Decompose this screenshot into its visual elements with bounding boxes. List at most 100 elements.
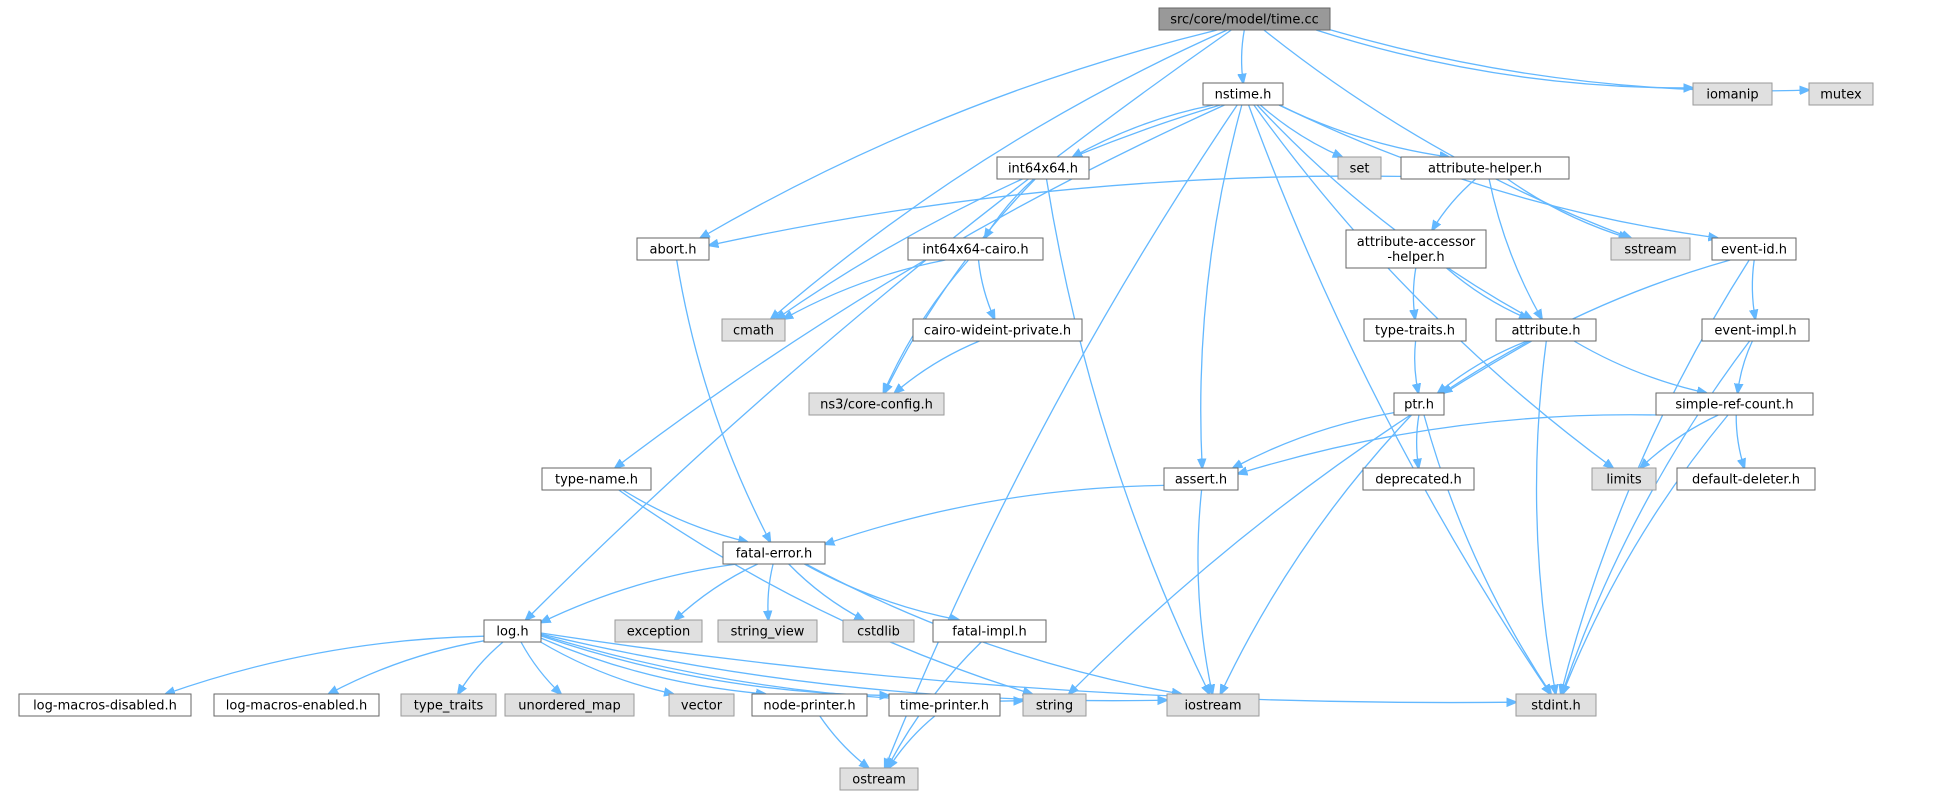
node-box [213, 693, 380, 717]
edge-time_cc-to-nstime_h [1242, 29, 1245, 83]
node-label: string_view [731, 625, 805, 640]
node-iostream: iostream [1166, 693, 1260, 717]
node-ostream: ostream [839, 767, 919, 791]
edge-time_cc-to-log_h [526, 29, 1232, 620]
node-label: default-deleter.h [1692, 473, 1800, 488]
edge-log_h-to-unordered_map [520, 641, 561, 694]
node-log-macros-enabled-h[interactable]: log-macros-enabled.h [213, 693, 380, 717]
node-label: ptr.h [1404, 398, 1434, 413]
node-box [932, 619, 1047, 643]
node-abort-h[interactable]: abort.h [636, 237, 710, 261]
edge-attribute_h-to-stdint_h [1535, 340, 1556, 694]
node-box [721, 318, 786, 342]
node-box [717, 619, 818, 643]
node-stdint-h: stdint.h [1515, 693, 1597, 717]
node-label: type-traits.h [1375, 324, 1455, 339]
node-default-deleter-h[interactable]: default-deleter.h [1676, 467, 1816, 491]
edge-type_name_h-to-string [618, 489, 1032, 694]
node-string: string [1022, 693, 1087, 717]
edge-nstime_h-to-attribute_helper_h [1278, 104, 1449, 157]
node-box [1345, 229, 1487, 269]
edge-node_printer_h-to-ostream [819, 715, 869, 768]
node-time-printer-h[interactable]: time-printer.h [888, 693, 1001, 717]
node-box [722, 541, 826, 565]
node-box [1202, 82, 1284, 106]
node-label: attribute.h [1511, 324, 1580, 339]
node-label: src/core/model/time.cc [1170, 13, 1319, 28]
node-label: cairo-wideint-private.h [924, 324, 1071, 339]
edge-nstime_h-to-limits [1253, 104, 1613, 468]
node-cairo-wideint-private-h[interactable]: cairo-wideint-private.h [912, 318, 1083, 342]
node-node-printer-h[interactable]: node-printer.h [751, 693, 868, 717]
node-ptr-h[interactable]: ptr.h [1393, 392, 1445, 416]
node-label: deprecated.h [1375, 473, 1461, 488]
node-label: time-printer.h [900, 699, 989, 714]
node-string-view: string_view [717, 619, 818, 643]
edge-ptr_h-to-assert_h [1233, 411, 1395, 468]
node-event-impl-h[interactable]: event-impl.h [1701, 318, 1810, 342]
node-deprecated-h[interactable]: deprecated.h [1362, 467, 1475, 491]
edge-log_h-to-type_traits [458, 641, 504, 694]
node-label: iomanip [1706, 88, 1758, 103]
node-simple-ref-count-h[interactable]: simple-ref-count.h [1655, 392, 1814, 416]
node-attribute-accessor-helper-h[interactable]: attribute-accessor-helper.h [1345, 229, 1487, 269]
node-box [1393, 392, 1445, 416]
node-time-cc: src/core/model/time.cc [1158, 7, 1331, 31]
edge-time_cc-to-cmath [771, 29, 1228, 319]
edge-nstime_h-to-event_id_h [1279, 104, 1717, 238]
node-type-traits-h[interactable]: type-traits.h [1363, 318, 1467, 342]
node-box [996, 156, 1090, 180]
edge-event_id_h-to-ptr_h [1443, 259, 1731, 393]
node-log-macros-disabled-h[interactable]: log-macros-disabled.h [18, 693, 192, 717]
node-fatal-error-h[interactable]: fatal-error.h [722, 541, 826, 565]
node-attribute-h[interactable]: attribute.h [1495, 318, 1597, 342]
edge-ptr_h-to-stdint_h [1423, 414, 1551, 694]
node-assert-h[interactable]: assert.h [1163, 467, 1239, 491]
node-label: event-id.h [1721, 243, 1787, 258]
node-label: sstream [1624, 243, 1676, 258]
node-label: int64x64.h [1008, 162, 1078, 177]
node-attribute-helper-h[interactable]: attribute-helper.h [1400, 156, 1570, 180]
edge-int64x64_cairo_h-to-cmath [784, 259, 946, 319]
edge-time_cc-to-iomanip [1315, 29, 1693, 88]
edge-int64x64_h-to-iostream [1045, 178, 1210, 694]
edge-cairo_wideint_private_h-to-ns3_core_config_h [895, 340, 980, 393]
edge-nstime_h-to-assert_h [1201, 104, 1243, 468]
edge-simple_ref_count_h-to-default_deleter_h [1735, 414, 1744, 468]
node-label: fatal-impl.h [952, 625, 1026, 640]
node-box [1166, 693, 1260, 717]
node-event-id-h[interactable]: event-id.h [1711, 237, 1797, 261]
edge-event_impl_h-to-stdint_h [1562, 340, 1751, 694]
node-int64x64-h[interactable]: int64x64.h [996, 156, 1090, 180]
edge-assert_h-to-fatal_error_h [825, 484, 1165, 544]
node-log-h[interactable]: log.h [483, 619, 542, 643]
node-box [1676, 467, 1816, 491]
edge-fatal_error_h-to-iostream [805, 563, 1181, 694]
node-box [1610, 237, 1691, 261]
node-label: fatal-error.h [736, 547, 813, 562]
node-box [1591, 467, 1657, 491]
node-nstime-h[interactable]: nstime.h [1202, 82, 1284, 106]
edge-attribute_accessor_helper_h-to-type_traits_h [1413, 267, 1415, 319]
edge-simple_ref_count_h-to-limits [1640, 414, 1719, 468]
node-box [483, 619, 542, 643]
edge-log_h-to-node_printer_h [540, 637, 765, 694]
node-box [839, 767, 919, 791]
node-fatal-impl-h[interactable]: fatal-impl.h [932, 619, 1047, 643]
node-box [1808, 82, 1874, 106]
node-label: exception [627, 625, 691, 640]
node-box [1400, 156, 1570, 180]
node-vector: vector [668, 693, 735, 717]
node-label: string [1036, 699, 1073, 714]
edge-attribute_helper_h-to-sstream [1507, 178, 1629, 238]
node-box [400, 693, 497, 717]
node-int64x64-cairo-h[interactable]: int64x64-cairo.h [907, 237, 1044, 261]
node-set: set [1337, 156, 1382, 180]
node-box [1022, 693, 1087, 717]
node-label: ns3/core-config.h [820, 398, 933, 413]
node-type-name-h[interactable]: type-name.h [541, 467, 652, 491]
node-iomanip: iomanip [1692, 82, 1773, 106]
node-box [751, 693, 868, 717]
